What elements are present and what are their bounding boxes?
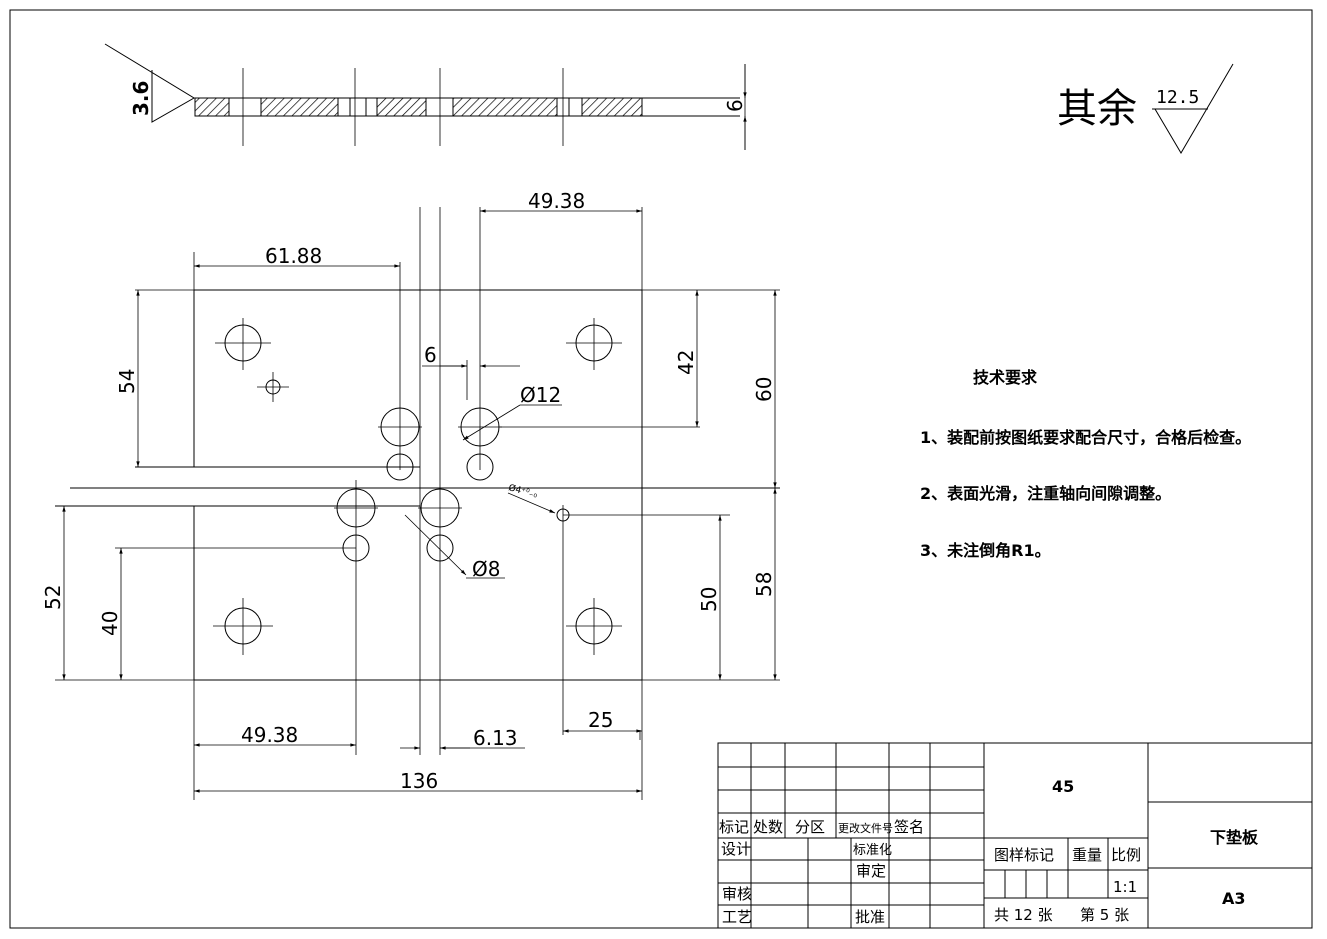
dim-d8: Ø8 xyxy=(472,557,500,581)
tb-sheet-size: A3 xyxy=(1222,889,1246,908)
dim-54: 54 xyxy=(115,369,139,394)
tb-sheet-total: 共 12 张 xyxy=(994,906,1053,924)
tech-req-item-1: 1、装配前按图纸要求配合尺寸，合格后检查。 xyxy=(920,428,1251,447)
tech-req-item-3: 3、未注倒角R1。 xyxy=(920,541,1051,560)
dim-49-38-bottom: 49.38 xyxy=(241,723,298,747)
dim-d4-tol: Ø4⁺⁰₋₀ xyxy=(507,482,539,500)
dim-42: 42 xyxy=(674,350,698,375)
dim-6-13: 6.13 xyxy=(473,726,518,750)
tech-requirements: 技术要求 1、装配前按图纸要求配合尺寸，合格后检查。 2、表面光滑，注重轴向间隙… xyxy=(920,368,1251,560)
tech-req-title: 技术要求 xyxy=(973,368,1038,387)
tb-label-standard: 标准化 xyxy=(853,843,892,858)
tb-label-zone: 分区 xyxy=(795,818,825,836)
dim-25: 25 xyxy=(588,708,613,732)
dim-49-38-top: 49.38 xyxy=(528,189,585,213)
tb-label-ratio: 比例 xyxy=(1111,846,1141,864)
dim-40: 40 xyxy=(98,611,122,636)
section-roughness-label: 3.6 xyxy=(129,81,153,116)
tb-label-mark: 标记 xyxy=(719,818,749,836)
title-block: 标记 处数 分区 更改文件号 签名 设计 标准化 审定 审核 工艺 批准 45 … xyxy=(717,742,1313,929)
tb-label-design: 设计 xyxy=(721,840,751,858)
tb-label-weight: 重量 xyxy=(1072,846,1102,864)
dim-52: 52 xyxy=(41,585,65,610)
tb-label-review: 审核 xyxy=(722,885,752,903)
plan-view: 49.38 61.88 54 6 Ø12 42 60 Ø4⁺⁰₋₀ 52 40 xyxy=(41,189,780,800)
surface-roughness-note: 其余 12.5 xyxy=(1057,63,1234,154)
tb-label-sample-mark: 图样标记 xyxy=(994,846,1054,864)
dim-d12: Ø12 xyxy=(520,383,561,407)
tb-label-change-doc: 更改文件号 xyxy=(838,821,893,835)
tb-label-sign: 签名 xyxy=(894,818,924,836)
tb-scale: 1:1 xyxy=(1113,878,1137,896)
section-thickness-label: 6 xyxy=(723,99,747,112)
dim-50: 50 xyxy=(697,587,721,612)
sheet-border xyxy=(9,9,1313,929)
tb-material: 45 xyxy=(1052,777,1074,796)
dim-6: 6 xyxy=(424,343,437,367)
tb-label-approve: 批准 xyxy=(855,908,885,926)
surface-note-prefix: 其余 xyxy=(1057,86,1137,132)
tb-label-check: 审定 xyxy=(856,862,886,880)
dim-61-88: 61.88 xyxy=(265,244,322,268)
dim-60: 60 xyxy=(752,377,776,402)
dim-136: 136 xyxy=(400,769,438,793)
tb-label-process: 工艺 xyxy=(722,908,752,926)
tech-req-item-2: 2、表面光滑，注重轴向间隙调整。 xyxy=(920,484,1171,503)
section-view: 6 3.6 xyxy=(104,43,747,150)
tb-part-name: 下垫板 xyxy=(1210,828,1259,847)
tb-sheet-index: 第 5 张 xyxy=(1080,906,1129,924)
dim-58: 58 xyxy=(752,572,776,597)
tb-label-count: 处数 xyxy=(753,818,783,836)
surface-note-value: 12.5 xyxy=(1156,87,1199,108)
